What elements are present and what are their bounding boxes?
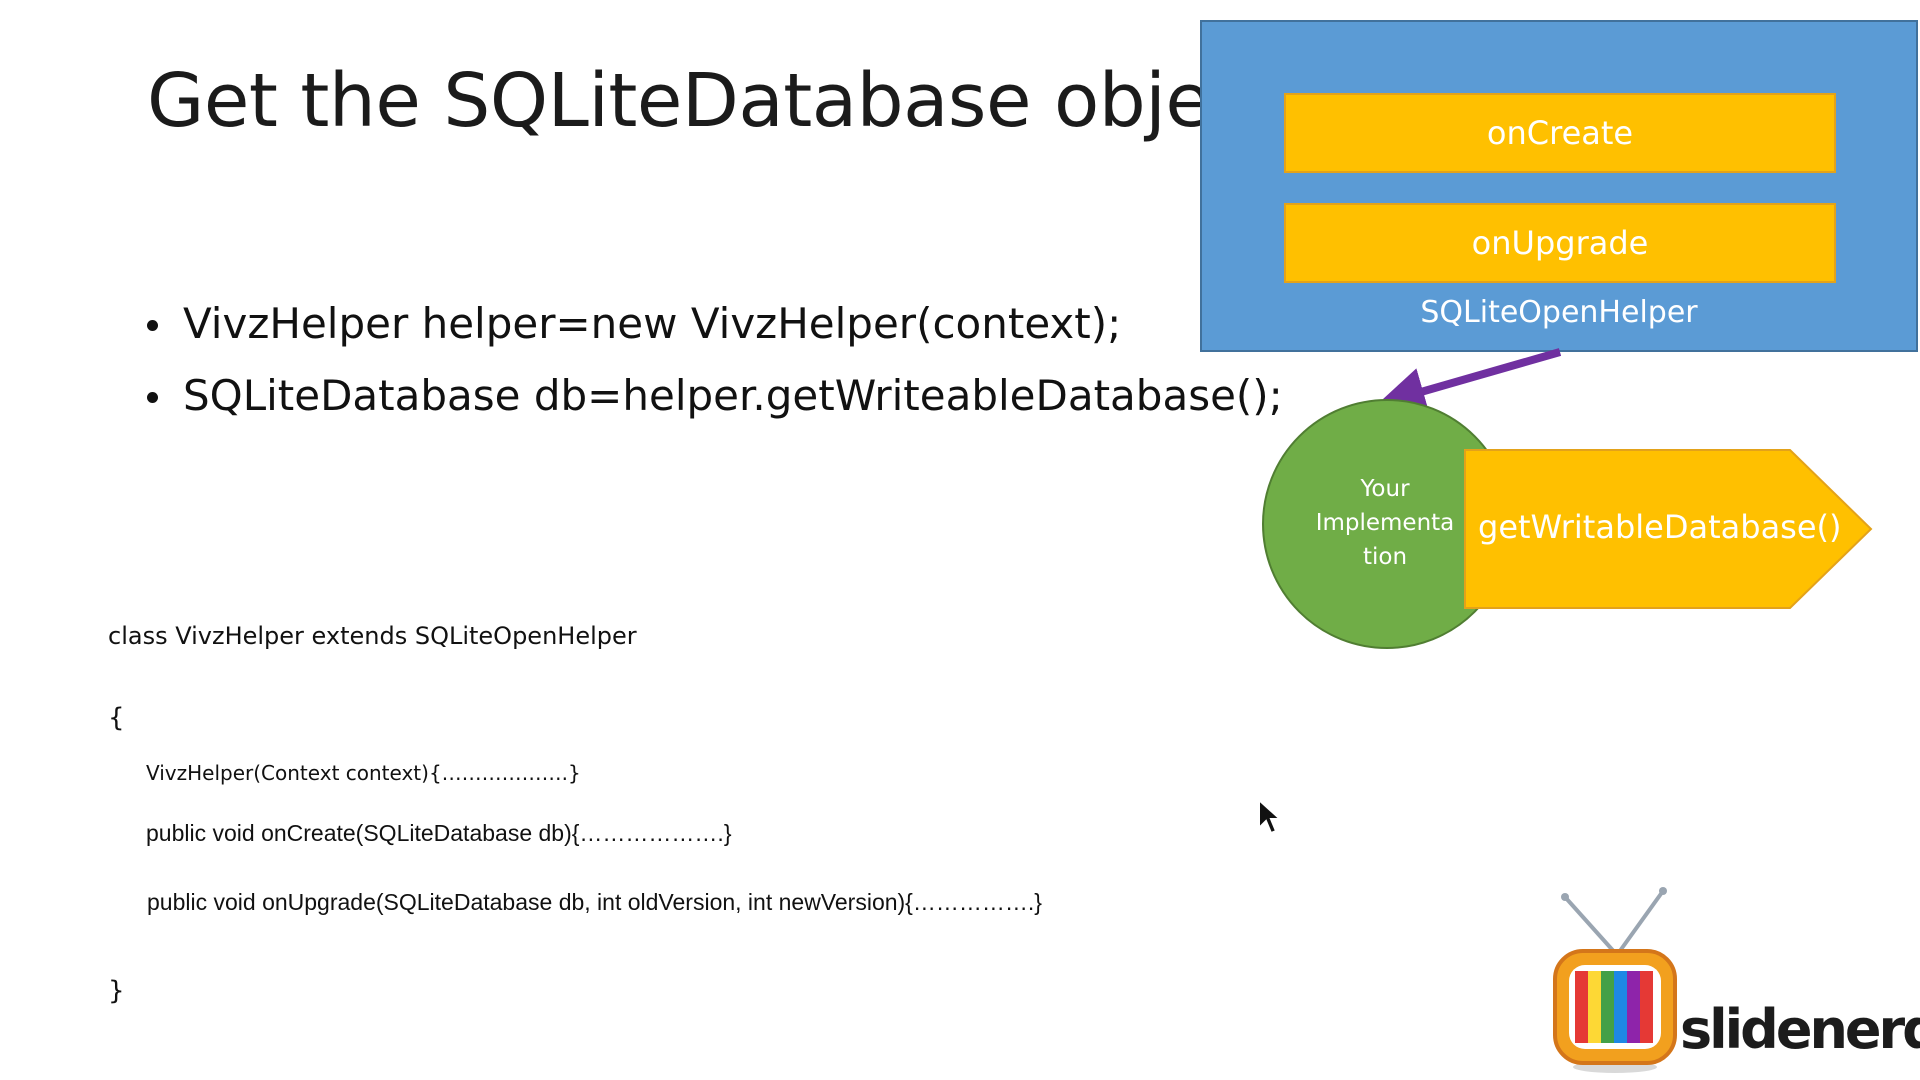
implementation-label-line: Your bbox=[1360, 476, 1410, 502]
code-line: VivzHelper(Context context){……………….} bbox=[146, 761, 581, 785]
implementation-label: Your Implementa tion bbox=[1290, 472, 1480, 574]
code-line: public void onCreate(SQLiteDatabase db){… bbox=[146, 820, 732, 846]
call-arrow bbox=[1376, 348, 1562, 415]
code-line: public void onUpgrade(SQLiteDatabase db,… bbox=[147, 889, 1042, 915]
sqliteopenhelper-label: SQLiteOpenHelper bbox=[1420, 295, 1698, 330]
onupgrade-box: onUpgrade bbox=[1284, 203, 1836, 283]
getwritabledatabase-label: getWritableDatabase() bbox=[1478, 508, 1842, 546]
mouse-pointer-icon bbox=[1258, 798, 1283, 835]
brand-logo-text: slidenerd bbox=[1680, 998, 1920, 1061]
oncreate-box: onCreate bbox=[1284, 93, 1836, 173]
code-line: { bbox=[108, 703, 125, 733]
slide-title: Get the SQLiteDatabase object bbox=[147, 58, 1280, 144]
implementation-label-line: tion bbox=[1362, 544, 1408, 570]
implementation-label-line: Implementa bbox=[1315, 510, 1455, 536]
getwritabledatabase-shape bbox=[1464, 449, 1873, 609]
bullet-item: SQLiteDatabase db=helper.getWriteableDat… bbox=[147, 360, 1283, 432]
bullet-item: VivzHelper helper=new VivzHelper(context… bbox=[147, 288, 1283, 360]
code-line: } bbox=[108, 976, 125, 1006]
tv-icon bbox=[1553, 887, 1677, 1073]
code-line: class VivzHelper extends SQLiteOpenHelpe… bbox=[108, 622, 637, 650]
bullet-list: VivzHelper helper=new VivzHelper(context… bbox=[147, 288, 1283, 432]
